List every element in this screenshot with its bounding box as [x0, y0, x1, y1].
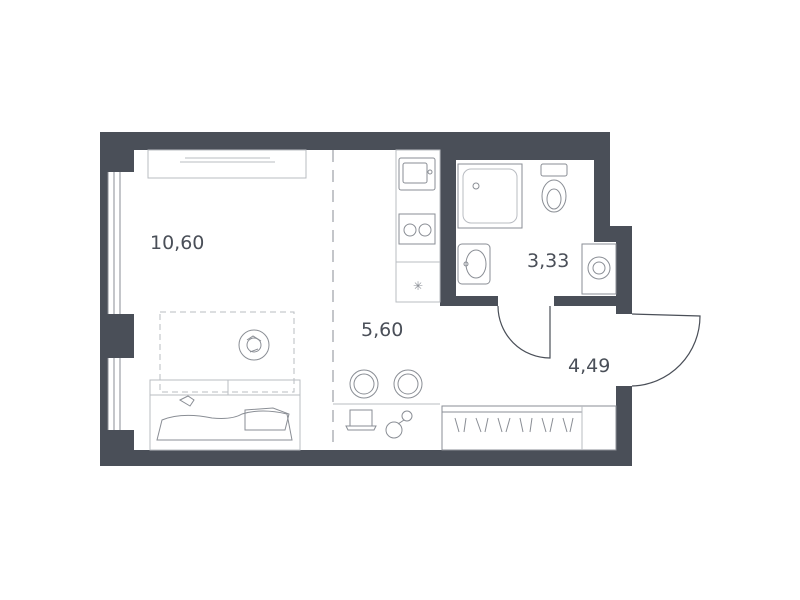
laptop-icon: [345, 409, 377, 431]
washbasin-icon: [457, 243, 491, 285]
bathroom-door: [497, 305, 551, 359]
bathroom: [457, 163, 617, 295]
living-room: [147, 149, 334, 451]
toilet-icon: [540, 163, 568, 213]
washing-machine-icon: [581, 243, 617, 295]
wall-right-upper: [594, 132, 610, 228]
wall-bottom: [100, 450, 632, 466]
wall-right-middle: [616, 226, 632, 314]
sink-icon: [398, 157, 436, 191]
kitchen-area: 5,60: [361, 319, 403, 341]
windows: [107, 172, 134, 430]
wall-bathroom-bottom-left: [440, 296, 498, 306]
hangers: [454, 417, 574, 433]
living-room-area: 10,60: [150, 232, 204, 254]
window-upper: [108, 172, 134, 314]
hallway-wardrobe: [441, 405, 617, 451]
bed-icon: [149, 379, 301, 451]
doors: [497, 305, 701, 387]
kitchen: ✳: [333, 149, 441, 439]
bathroom-area: 3,33: [527, 250, 569, 272]
entrance-door: [631, 313, 701, 387]
shower-icon: [457, 163, 523, 229]
wall-bathroom-left: [440, 150, 456, 306]
star-icon: ✳: [413, 279, 423, 293]
plant-icon: [238, 329, 270, 361]
hallway-area: 4,49: [568, 355, 610, 377]
kitchen-counter: [395, 149, 441, 303]
kettle-icon: [385, 419, 405, 439]
cup-icon: [401, 410, 413, 422]
wall-bathroom-top: [440, 150, 594, 160]
window-lower: [108, 358, 134, 430]
rug: [159, 311, 295, 393]
wall-bathroom-bottom-right: [554, 296, 616, 306]
wall-top: [100, 132, 610, 150]
wall-right-lower: [616, 386, 632, 466]
tv-unit: [147, 149, 307, 179]
stool-1: [349, 369, 379, 399]
stove-icon: [398, 213, 436, 245]
stool-2: [393, 369, 423, 399]
